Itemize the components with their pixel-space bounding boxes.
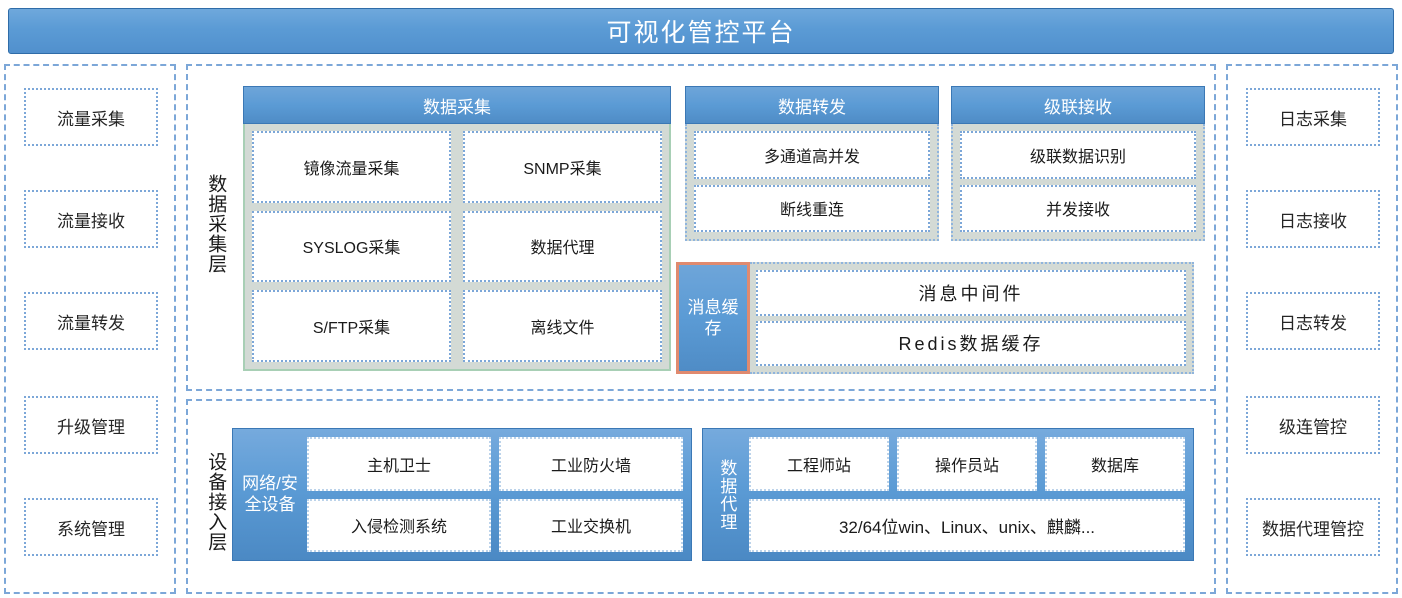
device-layer-label: 设备接入层 bbox=[205, 452, 227, 552]
network-security-label: 网络/安全设备 bbox=[242, 473, 298, 514]
cascade-receive-stack: 级联数据识别 并发接收 bbox=[960, 131, 1196, 232]
item-host-guard[interactable]: 主机卫士 bbox=[307, 437, 491, 491]
item-industrial-switch[interactable]: 工业交换机 bbox=[499, 498, 683, 552]
data-forward-body: 多通道高并发 断线重连 bbox=[685, 124, 939, 241]
sidebar-item-label: 流量接收 bbox=[57, 211, 125, 231]
cell-label: 32/64位win、Linux、unix、麒麟... bbox=[838, 517, 1096, 537]
message-cache-body: 消息中间件 Redis数据缓存 bbox=[750, 262, 1194, 374]
cell-label: 主机卫士 bbox=[366, 457, 431, 475]
message-cache-label: 消息缓存 bbox=[676, 262, 750, 374]
sidebar-item-label: 流量转发 bbox=[57, 313, 125, 333]
cell-label: 操作员站 bbox=[934, 457, 999, 475]
sidebar-item-label: 系统管理 bbox=[57, 519, 125, 539]
item-cascade-data-identify[interactable]: 级联数据识别 bbox=[960, 131, 1196, 179]
sidebar-item-traffic-collect[interactable]: 流量采集 bbox=[24, 88, 158, 146]
cell-label: SNMP采集 bbox=[523, 160, 602, 178]
right-sidebar: 日志采集 日志接收 日志转发 级连管控 数据代理管控 bbox=[1226, 64, 1398, 594]
sidebar-item-traffic-forward[interactable]: 流量转发 bbox=[24, 292, 158, 350]
cell-label: 数据库 bbox=[1090, 457, 1139, 475]
item-reconnect[interactable]: 断线重连 bbox=[694, 184, 930, 232]
network-security-content: 主机卫士 工业防火墙 入侵检测系统 工业交换机 bbox=[307, 437, 683, 552]
data-collection-grid: 镜像流量采集 SNMP采集 SYSLOG采集 数据代理 S/FTP采集 离线文件 bbox=[252, 131, 662, 362]
sidebar-item-traffic-receive[interactable]: 流量接收 bbox=[24, 190, 158, 248]
cascade-receive-title: 级联接收 bbox=[951, 86, 1205, 124]
sidebar-item-agent-manage[interactable]: 数据代理管控 bbox=[1246, 498, 1380, 556]
item-offline-file[interactable]: 离线文件 bbox=[463, 290, 662, 362]
item-supported-os[interactable]: 32/64位win、Linux、unix、麒麟... bbox=[749, 498, 1185, 552]
sidebar-item-log-collect[interactable]: 日志采集 bbox=[1246, 88, 1380, 146]
sidebar-item-upgrade-manage[interactable]: 升级管理 bbox=[24, 396, 158, 454]
item-database[interactable]: 数据库 bbox=[1045, 437, 1185, 491]
cell-label: 工业交换机 bbox=[550, 519, 631, 537]
sidebar-item-label: 升级管理 bbox=[57, 417, 125, 437]
network-security-panel: 网络/安全设备 主机卫士 工业防火墙 入侵检测系统 工业交换机 bbox=[232, 428, 692, 561]
cell-label: 级联数据识别 bbox=[1029, 148, 1126, 166]
cell-label: 离线文件 bbox=[530, 320, 595, 338]
item-message-middleware[interactable]: 消息中间件 bbox=[756, 270, 1186, 316]
cell-label: Redis数据缓存 bbox=[898, 334, 1044, 355]
data-agent-content: 工程师站 操作员站 数据库 32/64位win、Linux、unix、麒麟... bbox=[749, 437, 1185, 552]
sidebar-item-system-manage[interactable]: 系统管理 bbox=[24, 498, 158, 556]
collection-layer-label: 数据采集层 bbox=[205, 174, 227, 274]
data-collection-title: 数据采集 bbox=[243, 86, 671, 124]
sidebar-item-log-receive[interactable]: 日志接收 bbox=[1246, 190, 1380, 248]
cell-label: SYSLOG采集 bbox=[302, 240, 401, 258]
data-forward-stack: 多通道高并发 断线重连 bbox=[694, 131, 930, 232]
data-agent-row-1: 工程师站 操作员站 数据库 bbox=[749, 437, 1185, 491]
data-forward-title: 数据转发 bbox=[685, 86, 939, 124]
cell-label: 断线重连 bbox=[779, 202, 844, 220]
sidebar-item-label: 日志转发 bbox=[1279, 313, 1347, 333]
cascade-receive-body: 级联数据识别 并发接收 bbox=[951, 124, 1205, 241]
data-collection-body: 镜像流量采集 SNMP采集 SYSLOG采集 数据代理 S/FTP采集 离线文件 bbox=[243, 124, 671, 371]
item-sftp-collect[interactable]: S/FTP采集 bbox=[252, 290, 451, 362]
sidebar-item-label: 数据代理管控 bbox=[1262, 519, 1364, 539]
sidebar-item-label: 日志采集 bbox=[1279, 109, 1347, 129]
item-engineer-station[interactable]: 工程师站 bbox=[749, 437, 889, 491]
data-collection-card: 数据采集 镜像流量采集 SNMP采集 SYSLOG采集 数据代理 S/FTP采集… bbox=[243, 86, 671, 371]
left-sidebar: 流量采集 流量接收 流量转发 升级管理 系统管理 bbox=[4, 64, 176, 594]
cell-label: 多通道高并发 bbox=[763, 148, 860, 166]
cell-label: 消息中间件 bbox=[918, 283, 1024, 304]
item-snmp-collect[interactable]: SNMP采集 bbox=[463, 131, 662, 203]
sidebar-item-label: 流量采集 bbox=[57, 109, 125, 129]
item-redis-cache[interactable]: Redis数据缓存 bbox=[756, 320, 1186, 366]
cell-label: 入侵检测系统 bbox=[350, 519, 447, 537]
network-security-row-1: 主机卫士 工业防火墙 bbox=[307, 437, 683, 491]
cell-label: 工程师站 bbox=[786, 457, 851, 475]
data-agent-label: 数据代理 bbox=[717, 458, 737, 531]
item-intrusion-detection[interactable]: 入侵检测系统 bbox=[307, 498, 491, 552]
item-mirror-traffic-collect[interactable]: 镜像流量采集 bbox=[252, 131, 451, 203]
page-title: 可视化管控平台 bbox=[606, 19, 796, 47]
item-syslog-collect[interactable]: SYSLOG采集 bbox=[252, 210, 451, 283]
cell-label: 并发接收 bbox=[1045, 202, 1110, 220]
cell-label: 数据代理 bbox=[530, 240, 595, 258]
message-cache-row: 消息缓存 消息中间件 Redis数据缓存 bbox=[676, 262, 1194, 374]
sidebar-item-log-forward[interactable]: 日志转发 bbox=[1246, 292, 1380, 350]
item-data-agent[interactable]: 数据代理 bbox=[463, 210, 662, 283]
platform-title-bar: 可视化管控平台 bbox=[8, 8, 1394, 54]
data-agent-panel: 数据代理 工程师站 操作员站 数据库 32/64位win、Linux、unix、… bbox=[702, 428, 1194, 561]
item-industrial-firewall[interactable]: 工业防火墙 bbox=[499, 437, 683, 491]
item-multichannel-concurrency[interactable]: 多通道高并发 bbox=[694, 131, 930, 179]
cell-label: S/FTP采集 bbox=[312, 320, 391, 338]
cell-label: 镜像流量采集 bbox=[303, 160, 400, 178]
data-forward-card: 数据转发 多通道高并发 断线重连 bbox=[685, 86, 939, 241]
network-security-row-2: 入侵检测系统 工业交换机 bbox=[307, 498, 683, 552]
sidebar-item-label: 级连管控 bbox=[1279, 417, 1347, 437]
sidebar-item-label: 日志接收 bbox=[1279, 211, 1347, 231]
sidebar-item-cascade-manage[interactable]: 级连管控 bbox=[1246, 396, 1380, 454]
cascade-receive-card: 级联接收 级联数据识别 并发接收 bbox=[951, 86, 1205, 241]
data-agent-row-2: 32/64位win、Linux、unix、麒麟... bbox=[749, 498, 1185, 552]
collection-layer-container: 数据采集层 数据采集 镜像流量采集 SNMP采集 SYSLOG采集 数据代理 S… bbox=[186, 64, 1216, 391]
item-operator-station[interactable]: 操作员站 bbox=[897, 437, 1037, 491]
cell-label: 工业防火墙 bbox=[550, 457, 631, 475]
item-concurrent-receive[interactable]: 并发接收 bbox=[960, 184, 1196, 232]
